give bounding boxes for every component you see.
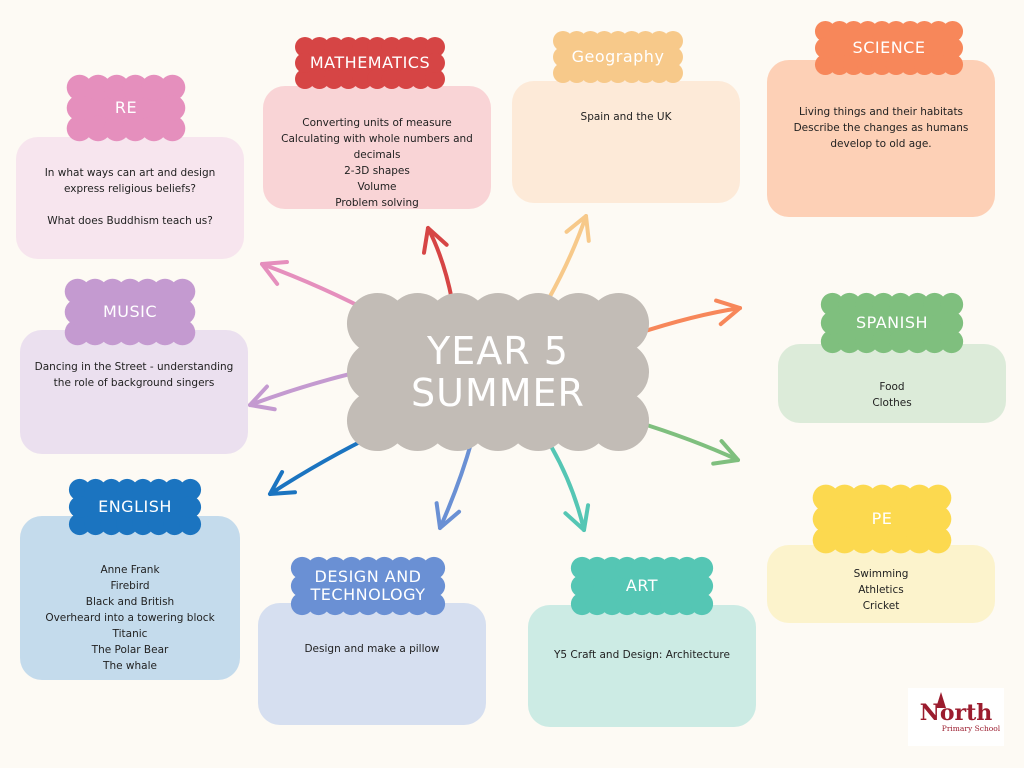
pe-title-cloud: PE	[812, 484, 952, 554]
mathematics-line: Volume	[357, 181, 397, 193]
geography-title: Geography	[571, 47, 665, 66]
cloud-shape-icon	[553, 31, 683, 83]
geography-title-cloud: Geography	[553, 31, 683, 83]
arrowhead-re-icon	[260, 260, 289, 286]
english-line: The Polar Bear	[91, 644, 169, 656]
mathematics-line: 2-3D shapes	[344, 165, 410, 177]
arrowhead-spanish-icon	[711, 439, 740, 466]
science-line: Living things and their habitats	[798, 106, 964, 118]
re-content-box: In what ways can art and design express …	[16, 137, 244, 259]
english-line: Black and British	[85, 596, 175, 608]
arrowhead-music-icon	[248, 384, 277, 412]
arrow-geography	[546, 214, 588, 302]
music-line: Dancing in the Street - understanding	[34, 361, 234, 373]
music-line: the role of background singers	[53, 377, 215, 389]
english-line: Anne Frank	[100, 564, 160, 576]
science-title-cloud: SCIENCE	[814, 20, 964, 76]
arrow-maths	[426, 226, 454, 302]
spanish-title-cloud: SPANISH	[820, 292, 964, 354]
arrow-music	[248, 370, 360, 407]
science-content-box: Living things and their habitats Describ…	[767, 60, 995, 217]
cloud-shape-icon	[68, 478, 202, 536]
mathematics-line: Converting units of measure	[302, 117, 452, 129]
mathematics-title-cloud: MATHEMATICS	[295, 37, 445, 89]
pe-content-box: Swimming Athletics Cricket	[767, 545, 995, 623]
arrowhead-dt-icon	[434, 501, 462, 530]
art-title: ART	[625, 576, 659, 595]
arrowhead-maths-icon	[422, 226, 449, 255]
re-line: What does Buddhism teach us?	[47, 215, 213, 227]
mathematics-content-box: Converting units of measure Calculating …	[263, 86, 491, 209]
dt-line: Design and make a pillow	[304, 643, 440, 655]
english-line: Titanic	[112, 628, 148, 640]
geography-line: Spain and the UK	[580, 111, 672, 123]
center-title-cloud: YEAR 5 SUMMER	[346, 292, 650, 452]
cloud-shape-icon	[814, 20, 964, 76]
art-content-box: Y5 Craft and Design: Architecture	[528, 605, 756, 727]
english-title: ENGLISH	[98, 497, 172, 516]
spanish-line: Clothes	[872, 397, 912, 409]
cloud-shape-icon	[346, 292, 650, 452]
music-content-box: Dancing in the Street - understanding th…	[20, 330, 248, 454]
spanish-title: SPANISH	[855, 313, 929, 332]
cloud-shape-icon	[290, 556, 446, 616]
cloud-shape-icon	[295, 37, 445, 89]
pe-line: Athletics	[858, 584, 904, 596]
spanish-content-box: Food Clothes	[778, 344, 1006, 423]
english-title-cloud: ENGLISH	[68, 478, 202, 536]
school-logo: North Primary School	[908, 688, 1004, 746]
cloud-shape-icon	[66, 74, 186, 142]
arrowhead-geography-icon	[564, 214, 591, 243]
mathematics-line: Calculating with whole numbers and	[281, 133, 473, 145]
mathematics-line: decimals	[353, 149, 401, 161]
music-title-cloud: MUSIC	[64, 278, 196, 346]
arrowhead-art-icon	[563, 503, 591, 532]
re-line: express religious beliefs?	[64, 183, 196, 195]
cloud-shape-icon	[64, 278, 196, 346]
science-title: SCIENCE	[852, 38, 926, 57]
arrow-art	[550, 446, 586, 532]
re-title-cloud: RE	[66, 74, 186, 142]
geography-content-box: Spain and the UK	[512, 81, 740, 203]
logo-name: North	[919, 699, 993, 726]
music-title: MUSIC	[102, 302, 158, 321]
english-line: Firebird	[110, 580, 150, 592]
pe-line: Swimming	[853, 568, 909, 580]
cloud-shape-icon	[812, 484, 952, 554]
pe-title: PE	[871, 509, 893, 528]
mathematics-line: Problem solving	[335, 197, 419, 209]
dt-content-box: Design and make a pillow	[258, 603, 486, 725]
science-line: develop to old age.	[830, 138, 932, 150]
arrowhead-science-icon	[714, 298, 742, 327]
cloud-shape-icon	[820, 292, 964, 354]
logo-subtitle: Primary School	[941, 723, 1001, 733]
dt-title-line2: TECHNOLOGY	[310, 585, 426, 604]
english-line: Overheard into a towering block	[45, 612, 215, 624]
dt-title-line1: DESIGN AND	[314, 567, 422, 586]
art-line: Y5 Craft and Design: Architecture	[554, 649, 730, 661]
cloud-shape-icon	[570, 556, 714, 616]
english-content-box: Anne Frank Firebird Black and British Ov…	[20, 516, 240, 680]
arrowhead-english-icon	[268, 470, 297, 496]
science-line: Describe the changes as humans	[793, 122, 969, 134]
art-title-cloud: ART	[570, 556, 714, 616]
mathematics-title: MATHEMATICS	[309, 53, 431, 72]
church-spire-icon	[936, 692, 946, 708]
spanish-line: Food	[879, 381, 905, 393]
re-line: In what ways can art and design	[44, 167, 216, 179]
english-line: The whale	[103, 660, 157, 672]
re-title: RE	[114, 98, 138, 117]
pe-line: Cricket	[862, 600, 900, 612]
center-title-line1: YEAR 5	[427, 329, 569, 373]
dt-title-cloud: DESIGN AND TECHNOLOGY	[290, 556, 446, 616]
center-title-line2: SUMMER	[411, 371, 585, 415]
